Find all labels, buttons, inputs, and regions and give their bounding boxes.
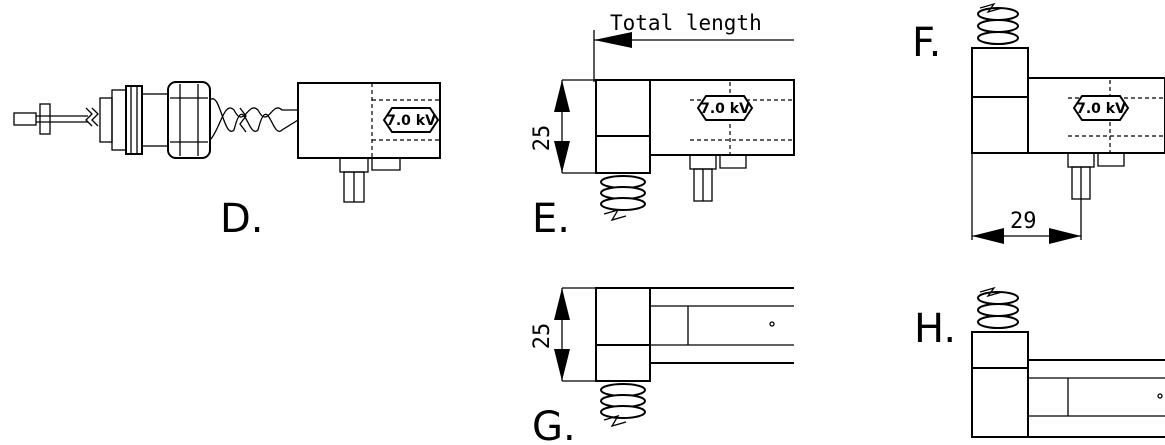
variant-label-h: H. xyxy=(914,306,956,352)
variant-d-drawing: 7.0 kV D. xyxy=(13,81,441,242)
voltage-badge-f: 7.0 kV xyxy=(1076,101,1126,117)
variant-e-drawing: Total length 7.0 kV 25 E. xyxy=(530,11,795,242)
total-length-label: Total length xyxy=(610,11,762,35)
voltage-badge-e: 7.0 kV xyxy=(700,101,750,117)
variant-label-e: E. xyxy=(532,196,570,242)
variant-f-drawing: 7.0 kV 29 F. xyxy=(912,2,1165,244)
variant-h-drawing: H. xyxy=(914,286,1165,438)
variant-g-drawing: 25 G. xyxy=(530,287,794,445)
voltage-badge-d: 7.0 kV xyxy=(386,113,436,129)
height-dimension-g: 25 xyxy=(530,323,555,350)
variant-label-g: G. xyxy=(532,404,576,445)
variant-label-d: D. xyxy=(220,196,264,242)
height-dimension-e: 25 xyxy=(530,125,555,152)
offset-dimension-f: 29 xyxy=(1010,209,1037,234)
variant-label-f: F. xyxy=(912,20,941,66)
